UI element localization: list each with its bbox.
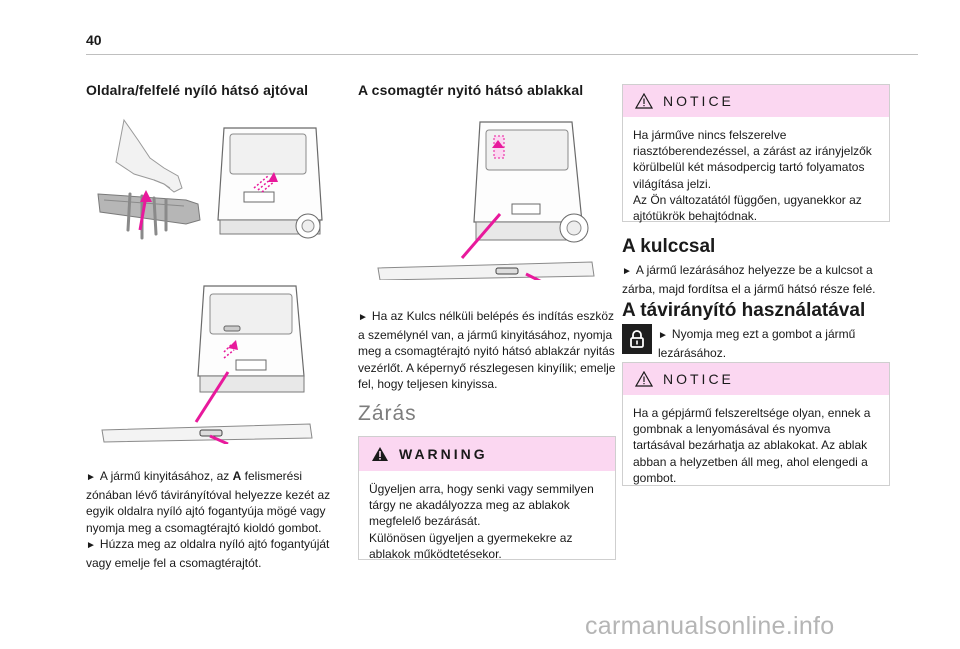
tailgate-release-illustration <box>101 285 313 444</box>
warning-text: Ügyeljen arra, hogy senki vagy semmilyen… <box>369 482 594 561</box>
notice-title: NOTICE <box>663 371 734 387</box>
notice-box-1: NOTICE Ha járműve nincs felszerelve rias… <box>622 84 890 223</box>
notice-header: NOTICE <box>623 363 889 395</box>
step-arrow-icon: ► <box>86 472 96 483</box>
rear-window-instruction: ►Ha az Kulcs nélküli belépés és indítás … <box>358 309 616 391</box>
notice-icon <box>635 93 653 109</box>
rear-side-door-illustration <box>217 127 323 239</box>
remote-instruction: ►Nyomja meg ezt a gombot a jármű lezárás… <box>658 327 856 360</box>
warning-icon <box>372 447 388 461</box>
step-open-vehicle: ►A jármű kinyitásához, az A felismerési … <box>86 469 331 535</box>
step-arrow-icon: ► <box>86 540 96 551</box>
side-door-instructions: ►A jármű kinyitásához, az A felismerési … <box>86 468 332 571</box>
warning-header: WARNING <box>359 437 615 471</box>
column-1: Oldalra/felfelé nyíló hátsó ajtóval <box>86 82 332 98</box>
zone-label: A <box>232 469 242 483</box>
header-divider <box>86 54 918 55</box>
notice-text: Ha a gépjármű felszereltsége olyan, enne… <box>633 406 871 485</box>
warning-title: WARNING <box>399 446 488 462</box>
notice-header: NOTICE <box>623 85 889 117</box>
step-arrow-icon: ► <box>658 330 668 341</box>
step-pull-handle: ►Húzza meg az oldalra nyíló ajtó foganty… <box>86 537 330 570</box>
column-2: A csomagtér nyitó hátsó ablakkal <box>358 82 616 98</box>
section-title-locking: Zárás <box>358 402 417 425</box>
warning-box: WARNING Ügyeljen arra, hogy senki vagy s… <box>358 436 616 561</box>
notice-title: NOTICE <box>663 93 734 109</box>
section-heading-rear-window: A csomagtér nyitó hátsó ablakkal <box>358 82 584 98</box>
notice-icon <box>635 371 653 387</box>
section-title-key: A kulccsal <box>622 236 716 257</box>
page-number: 40 <box>86 32 102 48</box>
hand-handle-illustration <box>97 118 201 240</box>
step-arrow-icon: ► <box>358 312 368 323</box>
lock-icon <box>622 324 652 354</box>
section-heading-side-door: Oldalra/felfelé nyíló hátsó ajtóval <box>86 82 309 98</box>
watermark: carmanualsonline.info <box>585 612 835 640</box>
key-instruction: ►A jármű lezárásához helyezze be a kulcs… <box>622 263 876 296</box>
notice-text: Ha járműve nincs felszerelve riasztóbere… <box>633 128 872 224</box>
rear-window-illustration <box>377 121 595 280</box>
step-arrow-icon: ► <box>622 266 632 277</box>
section-title-remote: A távirányító használatával <box>622 300 866 321</box>
notice-box-2: NOTICE Ha a gépjármű felszereltsége olya… <box>622 362 890 486</box>
